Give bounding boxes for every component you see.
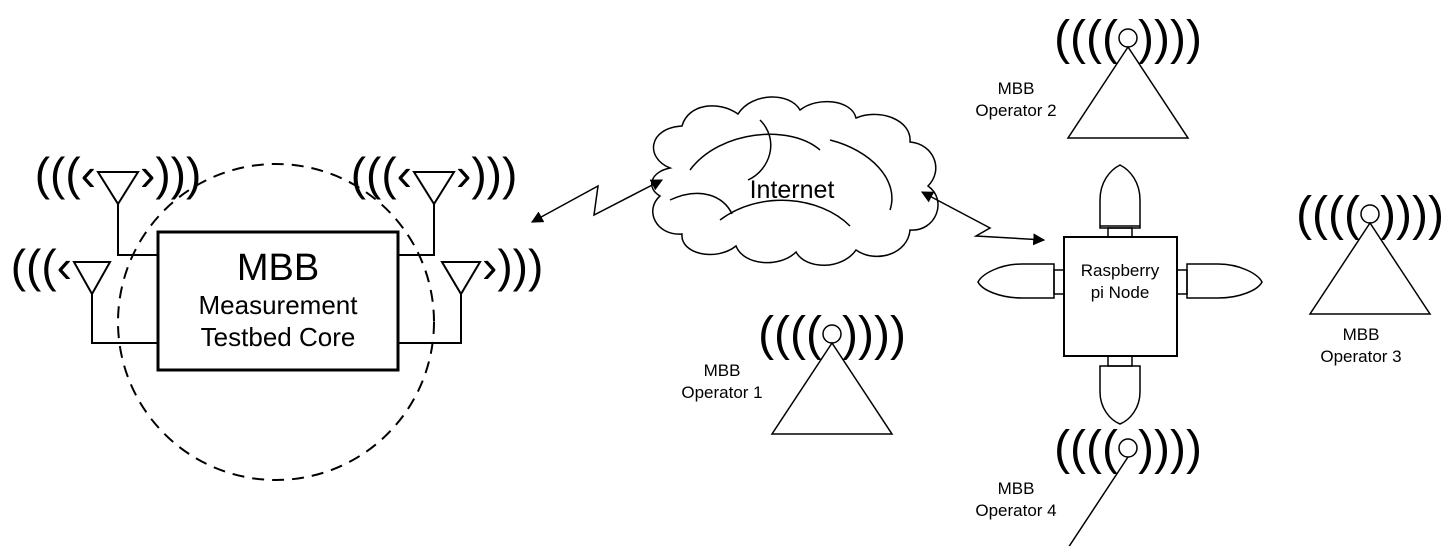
core-line-1: Measurement [199,290,359,320]
core-title: MBB [237,247,319,289]
core-line-2: Testbed Core [201,322,356,352]
operator-4-tower: (((( )))) MBB Operator 4 [975,422,1202,546]
waves-tl-left: (((‹ [35,148,96,200]
internet-label: Internet [750,176,835,204]
waves-br-right: ›))) [482,240,543,292]
operator-3-line-2: Operator 3 [1320,347,1401,366]
operator-1-line-2: Operator 1 [681,383,762,402]
waves-tl-right: ›))) [140,148,201,200]
operator-3-tower: (((( )))) MBB Operator 3 [1296,188,1444,366]
operator-1-line-1: MBB [704,361,741,380]
operator-4-line-2: Operator 4 [975,501,1056,520]
waves-tr-left: (((‹ [351,148,412,200]
antenna-bottom-left [72,261,158,344]
operator-4-line-1: MBB [998,479,1035,498]
op2-waves-right: )))) [1138,12,1202,65]
waves-bl-left: (((‹ [11,240,72,292]
node-line-1: Raspberry [1081,261,1160,280]
op1-waves-left: (((( [758,308,822,361]
op4-waves-left: (((( [1054,422,1118,475]
operator-2-line-1: MBB [998,79,1035,98]
antenna-top-right [398,171,456,256]
op3-waves-left: (((( [1296,188,1360,241]
op3-waves-right: )))) [1380,188,1444,241]
dongle-top [1099,164,1141,238]
op2-waves-left: (((( [1054,12,1118,65]
wireless-link-internet-node [920,191,1046,246]
raspberry-pi-node: Raspberry pi Node [977,164,1263,425]
testbed-core-group: MBB Measurement Testbed Core (((‹ ›))) (… [11,148,543,481]
internet-cloud: Internet [650,96,939,266]
operator-2-tower: (((( )))) MBB Operator 2 [975,12,1202,139]
testbed-core-box [156,230,400,372]
operator-3-line-1: MBB [1343,325,1380,344]
wireless-link-core-internet [530,179,664,223]
op1-waves-right: )))) [842,308,906,361]
antenna-top-left [96,171,158,256]
dongle-right [1176,263,1263,299]
node-line-2: pi Node [1091,283,1150,302]
dongle-left [977,263,1065,299]
coverage-circle [117,163,435,481]
waves-tr-right: ›))) [456,148,517,200]
operator-1-tower: (((( )))) MBB Operator 1 [681,308,906,435]
op4-waves-right: )))) [1138,422,1202,475]
antenna-bottom-right [398,261,482,344]
dongle-bottom [1099,355,1141,425]
operator-2-line-2: Operator 2 [975,101,1056,120]
